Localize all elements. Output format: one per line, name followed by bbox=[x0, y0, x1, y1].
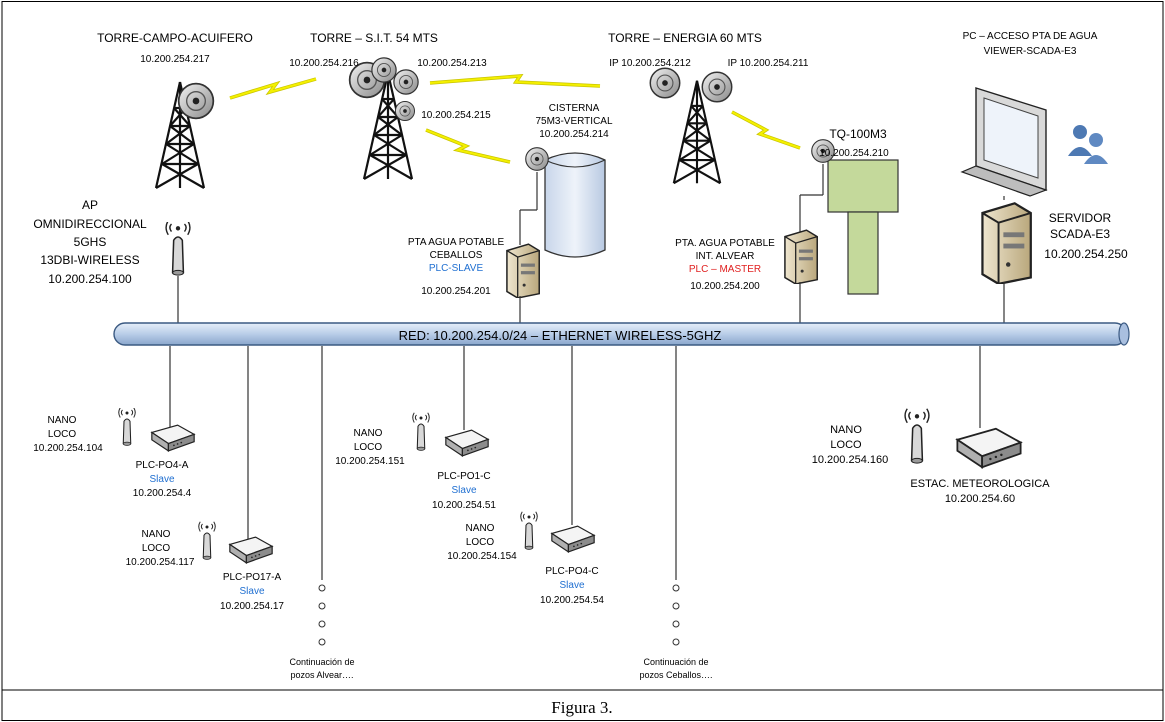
plc-po4a-ip: 10.200.254.4 bbox=[133, 488, 192, 499]
nano-po1c-line1: NANO bbox=[354, 428, 383, 439]
tower-sit-title: TORRE – S.I.T. 54 MTS bbox=[310, 31, 438, 45]
nano-po4c-line2: LOCO bbox=[466, 537, 495, 548]
plc-po17a-ip: 10.200.254.17 bbox=[220, 601, 284, 612]
nano-po4c-line1: NANO bbox=[466, 523, 495, 534]
plc-po17a-role: Slave bbox=[239, 586, 264, 597]
lower-drop-lines bbox=[169, 346, 981, 580]
pc-line1: PC – ACCESO PTA DE AGUA bbox=[963, 31, 1098, 42]
servidor-ip: 10.200.254.250 bbox=[1044, 247, 1128, 261]
servidor-line2: SCADA-E3 bbox=[1050, 227, 1110, 241]
plc-po1c-ip: 10.200.254.51 bbox=[432, 500, 496, 511]
cont-ceballos-line2: pozos Ceballos…. bbox=[639, 670, 712, 680]
cont-ceballos-line1: Continuación de bbox=[643, 657, 708, 667]
tower-energia-title: TORRE – ENERGIA 60 MTS bbox=[608, 31, 762, 45]
dish-antenna-icon bbox=[394, 100, 416, 122]
dish-antenna-icon bbox=[177, 82, 215, 120]
tq-ip: 10.200.254.210 bbox=[819, 148, 889, 159]
server-icon bbox=[981, 202, 1032, 284]
plc-po4c-ip: 10.200.254.54 bbox=[540, 595, 604, 606]
dish-antenna-icon bbox=[649, 67, 681, 99]
tower-energia-ip-right: IP 10.200.254.211 bbox=[728, 58, 809, 69]
continuation-dots bbox=[672, 584, 680, 646]
plc-po1c-role: Slave bbox=[451, 485, 476, 496]
estac-ip: 10.200.254.60 bbox=[945, 493, 1015, 505]
cisterna-line1: CISTERNA bbox=[549, 103, 600, 114]
network-label: RED: 10.200.254.0/24 – ETHERNET WIRELESS… bbox=[399, 328, 722, 343]
cont-alvear-line1: Continuación de bbox=[289, 657, 354, 667]
nano-po4a-line2: LOCO bbox=[48, 429, 77, 440]
plc-po4c-role: Slave bbox=[559, 580, 584, 591]
cont-alvear-line2: pozos Alvear…. bbox=[290, 670, 353, 680]
pta-alvear-line2: INT. ALVEAR bbox=[696, 251, 755, 262]
nano-met-ip: 10.200.254.160 bbox=[812, 454, 888, 466]
pta-alvear-ip: 10.200.254.200 bbox=[690, 281, 760, 292]
upper-drop-lines bbox=[177, 276, 1005, 324]
plc-po4a-name: PLC-PO4-A bbox=[136, 460, 189, 471]
dish-antenna-icon bbox=[525, 147, 549, 171]
nano-met-line1: NANO bbox=[830, 424, 862, 436]
dish-antenna-icon bbox=[701, 71, 733, 103]
ap-line4: 13DBI-WIRELESS bbox=[40, 253, 139, 267]
figure-caption: Figura 3. bbox=[551, 698, 612, 717]
pc-line2: VIEWER-SCADA-E3 bbox=[984, 46, 1077, 57]
pta-ceballos-role: PLC-SLAVE bbox=[429, 263, 484, 274]
tq-tank-icon bbox=[827, 159, 899, 295]
nano-po4a-ip: 10.200.254.104 bbox=[33, 443, 103, 454]
nano-po17a-line2: LOCO bbox=[142, 543, 171, 554]
estac-name: ESTAC. METEOROLOGICA bbox=[910, 478, 1050, 490]
wireless-link-energia-tq bbox=[731, 110, 801, 150]
tower-sit-ip-right: 10.200.254.213 bbox=[417, 58, 487, 69]
pta-alvear-server-icon bbox=[784, 229, 819, 284]
nano-po4a-line1: NANO bbox=[48, 415, 77, 426]
ap-line2: OMNIDIRECCIONAL bbox=[33, 217, 147, 231]
nano-po17a-ip: 10.200.254.117 bbox=[126, 557, 195, 568]
continuation-dots bbox=[318, 584, 326, 646]
pta-ceballos-server-icon bbox=[506, 243, 541, 298]
nano-met-line2: LOCO bbox=[830, 439, 862, 451]
pta-ceballos-ip: 10.200.254.201 bbox=[421, 286, 491, 297]
servidor-line1: SERVIDOR bbox=[1049, 211, 1112, 225]
plc-po1c-name: PLC-PO1-C bbox=[437, 471, 490, 482]
pta-ceballos-line2: CEBALLOS bbox=[430, 250, 483, 261]
tower-campo-title: TORRE-CAMPO-ACUIFERO bbox=[97, 31, 253, 45]
ap-line1: AP bbox=[82, 198, 98, 212]
nano-po1c-line2: LOCO bbox=[354, 442, 383, 453]
monitor-icon bbox=[960, 87, 1048, 197]
nano-po17a-line1: NANO bbox=[142, 529, 171, 540]
ap-line3: 5GHS bbox=[74, 235, 107, 249]
nano-po1c-ip: 10.200.254.151 bbox=[335, 456, 405, 467]
pta-alvear-role: PLC – MASTER bbox=[689, 264, 761, 275]
plc-po17a-name: PLC-PO17-A bbox=[223, 572, 282, 583]
cisterna-ip: 10.200.254.214 bbox=[539, 129, 609, 140]
plc-po4a-role: Slave bbox=[149, 474, 174, 485]
nano-po4c-ip: 10.200.254.154 bbox=[447, 551, 517, 562]
users-icon bbox=[1068, 125, 1108, 164]
ap-ip: 10.200.254.100 bbox=[48, 272, 132, 286]
tower-sit-ip-left: 10.200.254.216 bbox=[289, 58, 359, 69]
dish-antenna-icon bbox=[371, 57, 397, 83]
cisterna-line2: 75M3-VERTICAL bbox=[535, 116, 613, 127]
wireless-link-sit-energia bbox=[429, 73, 601, 88]
tower-sit-ip-lower: 10.200.254.215 bbox=[421, 110, 491, 121]
network-bus bbox=[113, 322, 1130, 346]
cisterna-tank-icon bbox=[544, 152, 606, 258]
pta-ceballos-line1: PTA AGUA POTABLE bbox=[408, 237, 505, 248]
wireless-link-campo-sit bbox=[229, 77, 317, 100]
tq-title: TQ-100M3 bbox=[829, 127, 887, 141]
dish-antenna-icon bbox=[393, 69, 419, 95]
tower-energia-ip-left: IP 10.200.254.212 bbox=[609, 58, 691, 69]
wireless-link-sit-cisterna bbox=[425, 128, 511, 164]
tower-campo-ip: 10.200.254.217 bbox=[140, 54, 210, 65]
pta-alvear-line1: PTA. AGUA POTABLE bbox=[675, 238, 775, 249]
plc-po4c-name: PLC-PO4-C bbox=[545, 566, 598, 577]
